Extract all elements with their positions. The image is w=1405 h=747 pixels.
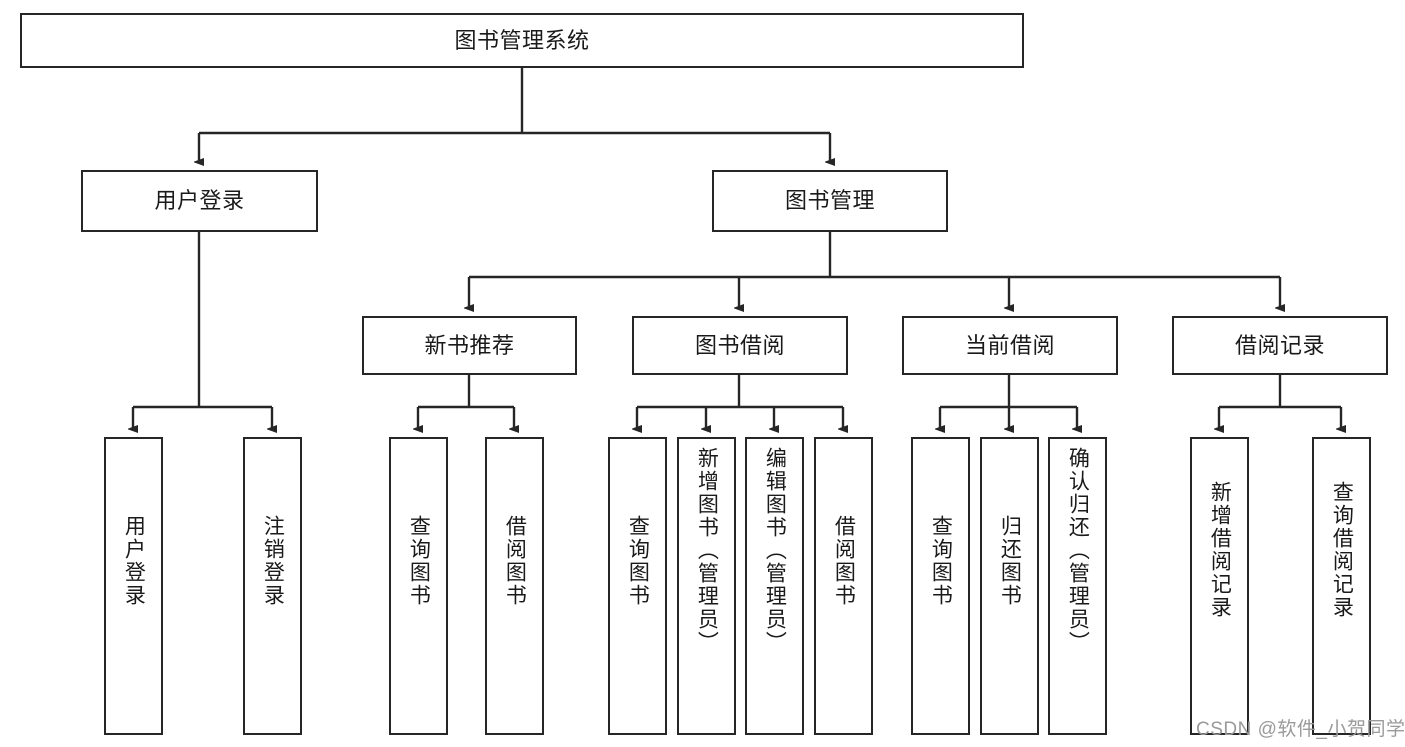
node-leaf-edit-book[interactable]: 编辑图书（管理员） (745, 437, 804, 735)
node-leaf-add-record[interactable]: 新增借阅记录 (1190, 437, 1249, 735)
node-current-borrow-label: 当前借阅 (964, 332, 1055, 358)
node-new-book-recommend-label: 新书推荐 (424, 332, 515, 358)
node-book-manage[interactable]: 图书管理 (712, 170, 948, 232)
node-borrow-record-label: 借阅记录 (1234, 332, 1325, 358)
node-borrow-record[interactable]: 借阅记录 (1172, 316, 1388, 375)
node-root[interactable]: 图书管理系统 (20, 13, 1024, 68)
node-book-manage-label: 图书管理 (784, 188, 875, 214)
node-current-borrow[interactable]: 当前借阅 (902, 316, 1118, 375)
node-leaf-borrow-book-label: 借阅图书 (832, 515, 856, 607)
node-leaf-query-record-label: 查询借阅记录 (1330, 481, 1354, 619)
node-leaf-user-login[interactable]: 用户登录 (104, 437, 163, 735)
node-leaf-add-record-label: 新增借阅记录 (1208, 481, 1232, 619)
node-book-borrow[interactable]: 图书借阅 (632, 316, 848, 375)
node-book-borrow-label: 图书借阅 (694, 332, 785, 358)
node-leaf-edit-book-label: 编辑图书（管理员） (763, 447, 787, 654)
node-leaf-add-book-label: 新增图书（管理员） (695, 447, 719, 654)
node-leaf-return-book[interactable]: 归还图书 (980, 437, 1039, 735)
node-user-login-label: 用户登录 (154, 188, 245, 214)
node-leaf-borrow-book-recommend-label: 借阅图书 (503, 515, 527, 607)
node-leaf-query-book-recommend[interactable]: 查询图书 (389, 437, 448, 735)
csdn-watermark: CSDN @软件_小贺同学 (1196, 719, 1405, 740)
node-new-book-recommend[interactable]: 新书推荐 (362, 316, 577, 375)
node-root-label: 图书管理系统 (454, 27, 590, 53)
node-leaf-query-book-current[interactable]: 查询图书 (911, 437, 970, 735)
node-leaf-borrow-book[interactable]: 借阅图书 (814, 437, 873, 735)
node-leaf-borrow-book-recommend[interactable]: 借阅图书 (485, 437, 544, 735)
node-leaf-query-book-current-label: 查询图书 (929, 515, 953, 607)
node-leaf-user-logout-label: 注销登录 (261, 515, 285, 607)
node-leaf-user-login-label: 用户登录 (122, 515, 146, 607)
node-leaf-confirm-return[interactable]: 确认归还（管理员） (1048, 437, 1107, 735)
node-leaf-query-book-borrow[interactable]: 查询图书 (608, 437, 667, 735)
node-leaf-add-book[interactable]: 新增图书（管理员） (677, 437, 736, 735)
node-leaf-query-record[interactable]: 查询借阅记录 (1312, 437, 1371, 735)
node-leaf-return-book-label: 归还图书 (998, 515, 1022, 607)
node-user-login[interactable]: 用户登录 (81, 170, 318, 232)
node-leaf-query-book-recommend-label: 查询图书 (407, 515, 431, 607)
node-leaf-query-book-borrow-label: 查询图书 (626, 515, 650, 607)
node-leaf-confirm-return-label: 确认归还（管理员） (1066, 447, 1090, 654)
node-leaf-user-logout[interactable]: 注销登录 (243, 437, 302, 735)
